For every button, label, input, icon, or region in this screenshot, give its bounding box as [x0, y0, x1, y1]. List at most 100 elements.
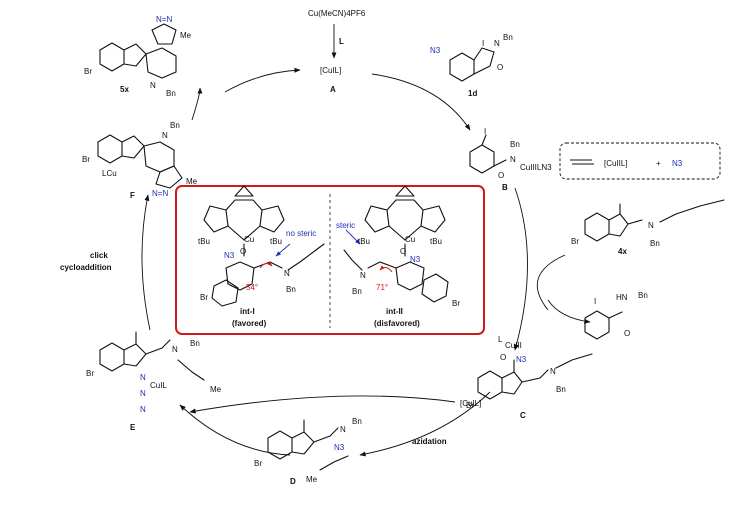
5x-triazole-N: N=N	[156, 15, 172, 24]
4x-benzyl: Bn	[650, 239, 660, 248]
intI-oxazoline-right	[259, 205, 285, 233]
F-methyl: Me	[186, 177, 198, 186]
intI-oxazoline-left	[203, 205, 229, 233]
intII-status: (disfavored)	[374, 319, 420, 328]
reagent-1d: N3 I N Bn O 1d	[430, 33, 513, 98]
reagent-1d-id: 1d	[468, 89, 477, 98]
azide-1d: N3	[430, 46, 441, 55]
species-F-id: F	[130, 191, 135, 200]
product-5x-id: 5x	[120, 85, 129, 94]
intII-azide: N3	[410, 255, 421, 264]
intII-benzyl: Bn	[352, 287, 362, 296]
ligand-label: L	[339, 37, 344, 46]
intI-enolate-ring	[225, 261, 255, 291]
radical-complex: [CuIIL]	[604, 159, 628, 168]
arrow-A-to-B	[371, 73, 471, 131]
intII-angle: 71°	[376, 283, 388, 292]
intII-bromo: Br	[452, 299, 460, 308]
B-nitrogen: N	[510, 155, 516, 164]
5x-methyl: Me	[180, 31, 192, 40]
int-I-structure: Cu N3 O N Bn Br tBu tBu no steric 54° in…	[198, 185, 325, 328]
5x-benzyl: Bn	[166, 89, 176, 98]
intII-steric-arrow	[345, 229, 361, 245]
D-nitrogen: N	[340, 425, 346, 434]
species-A: Cu(MeCN)4PF6 L [CuIL] A	[308, 9, 366, 94]
byproduct-nh: HN	[616, 293, 628, 302]
intII-oxazoline-right	[420, 205, 446, 233]
C-azide: N3	[516, 355, 527, 364]
species-D: Br N Bn N3 Me D	[254, 417, 362, 486]
arrow-byproduct-out	[547, 299, 591, 324]
species-C-id: C	[520, 411, 526, 420]
D-alkyne	[319, 455, 349, 471]
byproduct: I HN Bn O	[584, 291, 648, 340]
E-azide-N3: N	[140, 405, 146, 414]
E-amide	[145, 339, 171, 355]
azide-radical: N3	[672, 159, 683, 168]
arrow-B-to-C	[514, 187, 528, 351]
radical-box-frame	[559, 142, 721, 180]
comparison-box: Cu N3 O N Bn Br tBu tBu no steric 54° in…	[175, 185, 485, 335]
D-bromo: Br	[254, 459, 262, 468]
intI-status: (favored)	[232, 319, 267, 328]
intII-N-Cu-left	[388, 225, 406, 241]
E-bromo: Br	[86, 369, 94, 378]
E-nitrogen: N	[172, 345, 178, 354]
arrow-E-to-F	[141, 194, 151, 331]
F-lcu: LCu	[102, 169, 117, 178]
equilibrium-arrows	[570, 159, 594, 165]
carbonyl-O: O	[497, 63, 503, 72]
arrow-CuL-to-E	[189, 395, 456, 414]
B-bond	[493, 159, 507, 167]
F-triazole	[155, 165, 183, 189]
intII-oxygen: O	[400, 247, 406, 256]
E-azide-N: N	[140, 373, 146, 382]
D-amide	[313, 427, 339, 443]
E-ring	[123, 343, 147, 367]
F-bromo: Br	[82, 155, 90, 164]
byproduct-O: O	[624, 329, 630, 338]
F-benzyl: Bn	[170, 121, 180, 130]
intII-cyclopropane	[395, 185, 415, 197]
intI-steric-arrow	[275, 243, 291, 257]
intI-copper: Cu	[244, 235, 254, 244]
intII-note: steric	[336, 221, 355, 230]
intII-arene	[421, 273, 449, 303]
intI-tbu-left: tBu	[198, 237, 210, 246]
intII-copper: Cu	[405, 235, 415, 244]
F-nitrogen: N	[162, 131, 168, 140]
cuL-regenerated: [CuIL]	[460, 399, 481, 408]
nitrogen-1d: N	[494, 39, 500, 48]
species-E-id: E	[130, 423, 136, 432]
4x-bromo: Br	[571, 237, 579, 246]
C-benzyl: Bn	[556, 385, 566, 394]
C-nitrogen: N	[550, 367, 556, 376]
C-oxygen: O	[500, 353, 506, 362]
C-ring	[501, 371, 523, 395]
4x-alkyne-chain	[659, 199, 725, 223]
intI-nitrogen: N	[284, 269, 290, 278]
B-iodo: I	[484, 127, 486, 136]
intI-rotation-arc	[259, 261, 273, 269]
E-methyl: Me	[210, 385, 222, 394]
intI-N-Cu-right	[243, 225, 261, 241]
benzyl-1d: Bn	[503, 33, 513, 42]
4x-arene	[584, 212, 610, 242]
step-click-1: click	[90, 251, 108, 260]
F-arene	[97, 134, 123, 164]
5x-ring	[123, 43, 147, 67]
E-copper: CuIL	[150, 381, 167, 390]
B-benzyl: Bn	[510, 140, 520, 149]
byproduct-bond	[608, 311, 623, 319]
C-bromo: Br	[466, 401, 474, 410]
intII-rotation-arc	[379, 265, 393, 273]
species-F: Br LCu N Bn N=N Me F	[82, 121, 198, 200]
product-5x: Br N=N Me N Bn 5x	[84, 15, 192, 98]
intI-bridge	[225, 199, 263, 211]
intII-bridge	[386, 199, 424, 211]
intI-oxygen: O	[240, 247, 246, 256]
intI-note: no steric	[286, 229, 316, 238]
species-A-id: A	[330, 85, 336, 94]
C-amide	[521, 369, 549, 383]
intII-name: int-II	[386, 307, 403, 316]
